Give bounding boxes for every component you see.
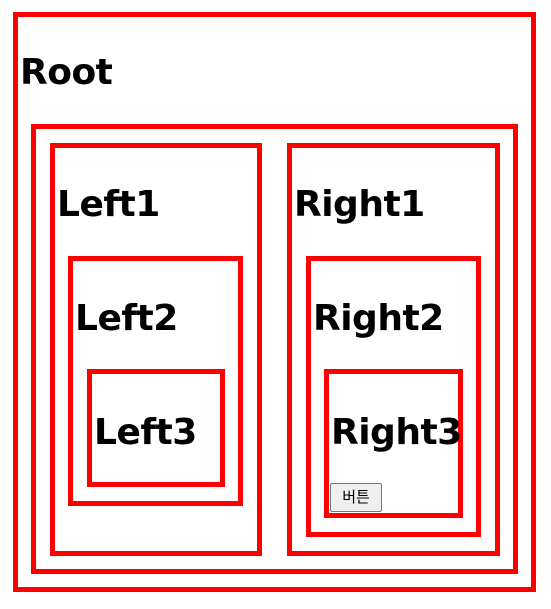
right2-label: Right2	[313, 298, 444, 339]
left3-label: Left3	[94, 412, 197, 453]
right1-label: Right1	[294, 184, 425, 225]
left2-box	[68, 256, 243, 506]
right3-label: Right3	[331, 412, 462, 453]
right3-box	[324, 369, 463, 518]
right2-box	[306, 256, 481, 537]
left3-box	[87, 369, 225, 487]
left1-box	[50, 143, 262, 556]
container-box	[31, 124, 518, 574]
left2-label: Left2	[75, 298, 178, 339]
root-label: Root	[20, 52, 113, 93]
root-box	[13, 12, 536, 592]
left1-label: Left1	[57, 184, 160, 225]
action-button[interactable]: 버튼	[330, 483, 382, 512]
right1-box	[287, 143, 500, 556]
